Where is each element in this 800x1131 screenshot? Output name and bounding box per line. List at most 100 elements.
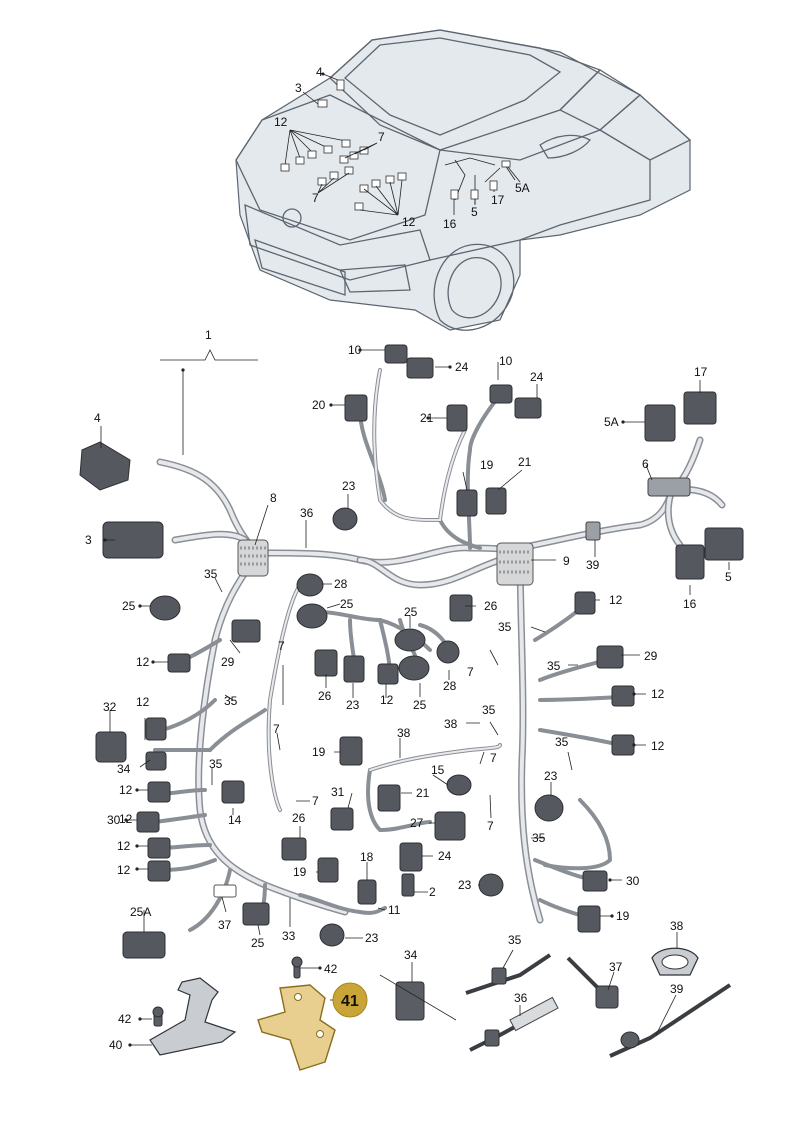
harness-sleeves	[237, 477, 691, 586]
label-36-a: 36	[300, 506, 314, 520]
label-31: 31	[331, 785, 345, 799]
label-35-d: 35	[224, 694, 238, 708]
label-25-d: 25	[413, 698, 427, 712]
label-7-b: 7	[467, 665, 474, 679]
label-42-a: 42	[324, 962, 338, 976]
label-10-b: 10	[499, 354, 513, 368]
label-12-b: 12	[136, 655, 150, 669]
label-15: 15	[431, 763, 445, 777]
car-label-3: 3	[295, 81, 302, 95]
label-17: 17	[694, 365, 708, 379]
label-34-a: 34	[117, 762, 131, 776]
label-21-c: 21	[416, 786, 430, 800]
label-19-d: 19	[616, 909, 630, 923]
label-12-c: 12	[651, 687, 665, 701]
label-12-j: 12	[117, 863, 131, 877]
callout-labels: 1 10 24 10 24 17 5A 20 21 4 19 21 6 8 36…	[85, 328, 732, 1052]
label-20: 20	[312, 398, 326, 412]
label-30-a: 30	[107, 813, 121, 827]
car-label-7-b: 7	[312, 191, 319, 205]
label-38-a: 38	[397, 726, 411, 740]
leader-dots	[103, 348, 636, 1047]
label-12-f: 12	[651, 739, 665, 753]
label-12-a: 12	[609, 593, 623, 607]
label-27: 27	[410, 816, 424, 830]
label-41: 41	[341, 993, 359, 1010]
label-12-i: 12	[117, 839, 131, 853]
label-34-b: 34	[404, 948, 418, 962]
label-4: 4	[94, 411, 101, 425]
label-3: 3	[85, 533, 92, 547]
car-label-16: 16	[443, 217, 457, 231]
label-37-b: 37	[609, 960, 623, 974]
label-38-b: 38	[444, 717, 458, 731]
label-12-g: 12	[119, 783, 133, 797]
label-24-b: 24	[530, 370, 544, 384]
label-11: 11	[388, 903, 401, 917]
label-25-e: 25	[251, 936, 265, 950]
car-label-4: 4	[316, 65, 323, 79]
label-35-c: 35	[547, 659, 561, 673]
label-28-b: 28	[443, 679, 457, 693]
label-18: 18	[360, 850, 374, 864]
label-16: 16	[683, 597, 697, 611]
label-29-b: 29	[644, 649, 658, 663]
label-19-b: 19	[312, 745, 326, 759]
label-23-a: 23	[342, 479, 356, 493]
label-35-f: 35	[555, 735, 569, 749]
label-7-c: 7	[273, 722, 280, 736]
label-8: 8	[270, 491, 277, 505]
label-23-e: 23	[365, 931, 379, 945]
label-28-a: 28	[334, 577, 348, 591]
label-26-c: 26	[292, 811, 306, 825]
label-35-e: 35	[482, 703, 496, 717]
car-label-5: 5	[471, 205, 478, 219]
label-24-c: 24	[438, 849, 452, 863]
callout-leaders	[100, 349, 730, 1046]
label-37-a: 37	[218, 918, 232, 932]
label-26-a: 26	[484, 599, 498, 613]
label-12-e: 12	[136, 695, 150, 709]
label-6: 6	[642, 457, 649, 471]
label-23-b: 23	[346, 698, 360, 712]
label-42-b: 42	[118, 1012, 132, 1026]
connectors	[79, 344, 744, 959]
label-5a: 5A	[604, 415, 619, 429]
label-30-b: 30	[626, 874, 640, 888]
car-label-17: 17	[491, 193, 505, 207]
label-25-b: 25	[340, 597, 354, 611]
label-7-f: 7	[487, 819, 494, 833]
label-19-a: 19	[480, 458, 494, 472]
label-35-g: 35	[209, 757, 223, 771]
loose-parts	[149, 399, 732, 1071]
label-7-d: 7	[490, 751, 497, 765]
label-12-d: 12	[380, 693, 394, 707]
label-5: 5	[725, 570, 732, 584]
label-2: 2	[429, 885, 436, 899]
label-33: 33	[282, 929, 296, 943]
label-25-a: 25	[122, 599, 136, 613]
label-39-a: 39	[586, 558, 600, 572]
label-9: 9	[563, 554, 570, 568]
car-label-12-top: 12	[274, 115, 288, 129]
label-19-c: 19	[293, 865, 307, 879]
label-38-c: 38	[670, 919, 684, 933]
label-26-b: 26	[318, 689, 332, 703]
branch-wires	[153, 368, 624, 932]
label-24-a: 24	[455, 360, 469, 374]
label-23-d: 23	[458, 878, 472, 892]
label-32: 32	[103, 700, 117, 714]
label-35-h: 35	[532, 831, 546, 845]
label-21-b: 21	[518, 455, 532, 469]
car-label-7-a: 7	[378, 130, 385, 144]
label-36-b: 36	[514, 991, 528, 1005]
label-14: 14	[228, 813, 242, 827]
label-40: 40	[109, 1038, 123, 1052]
label-23-c: 23	[544, 769, 558, 783]
label-25a: 25A	[130, 905, 151, 919]
label-35-a: 35	[204, 567, 218, 581]
car-label-5a: 5A	[515, 181, 530, 195]
car-label-12-bottom: 12	[402, 215, 416, 229]
car-callouts: 4 3 12 7 7 12 16 5 17	[274, 65, 530, 231]
